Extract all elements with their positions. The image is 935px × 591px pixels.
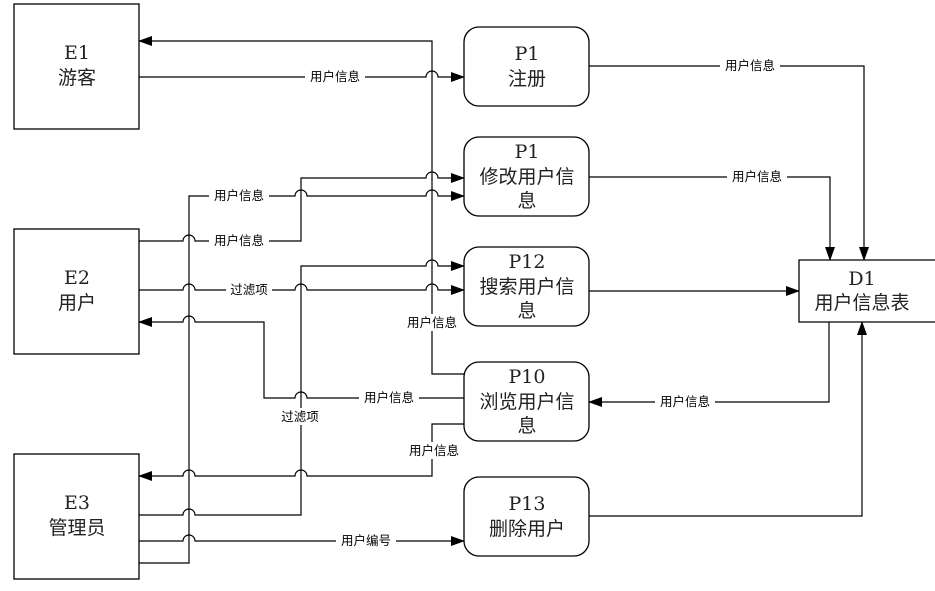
process-p1-name: 注册 [508, 68, 546, 90]
process-p13-name: 删除用户 [489, 518, 565, 540]
process-p12-id: P12 [509, 251, 546, 273]
flow-label-d1-p10: 用户信息 [660, 394, 710, 409]
process-p10-name-2: 息 [517, 415, 536, 437]
flow-label-e2-p1b: 用户信息 [214, 233, 264, 248]
entity-e2[interactable]: E2 用户 [13, 228, 140, 355]
entity-e1[interactable]: E1 游客 [13, 3, 140, 130]
process-p10-browse[interactable]: P10 浏览用户信 息 [463, 361, 590, 442]
flow-label-p10-e3: 用户信息 [409, 443, 459, 458]
datastore-d1-id: D1 [848, 268, 875, 290]
process-p12-name-1: 搜索用户信 [479, 276, 574, 298]
process-p10-name-1: 浏览用户信 [479, 391, 574, 413]
process-p1-modify[interactable]: P1 修改用户信 息 [463, 136, 590, 217]
entity-e3-id: E3 [64, 492, 90, 514]
flow-p10-to-e3: 用户信息 [138, 423, 464, 481]
flow-e2-to-p12: 过滤项 [139, 282, 465, 298]
entity-e3[interactable]: E3 管理员 [13, 453, 140, 580]
flow-p13-to-d1 [589, 321, 867, 517]
process-p1b-name-1: 修改用户信 [479, 166, 574, 188]
flow-e3-to-p12: 过滤项 [139, 259, 465, 516]
process-p13-delete[interactable]: P13 删除用户 [463, 476, 590, 557]
flow-label-e3-p1b: 用户信息 [214, 188, 264, 203]
flow-label-e2-p12: 过滤项 [230, 282, 268, 297]
flow-label-p10-e1: 用户信息 [407, 315, 457, 330]
flow-e1-to-p1: 用户信息 [139, 69, 465, 85]
datastore-d1[interactable]: D1 用户信息表 [798, 259, 935, 323]
flow-d1-to-p10: 用户信息 [588, 322, 830, 410]
process-p12-name-2: 息 [517, 300, 536, 322]
process-p12-search[interactable]: P12 搜索用户信 息 [463, 246, 590, 327]
flow-p1-to-d1: 用户信息 [589, 58, 869, 261]
flow-p1b-to-d1: 用户信息 [589, 169, 835, 261]
flow-label-p10-e2: 用户信息 [364, 390, 414, 405]
flow-label-p1-d1: 用户信息 [725, 58, 775, 73]
entity-e2-name: 用户 [58, 292, 96, 314]
flow-p10-to-e1: 用户信息 [138, 36, 464, 375]
flow-label-e1-p1: 用户信息 [310, 69, 360, 84]
process-p13-id: P13 [509, 493, 546, 515]
process-p1b-name-2: 息 [517, 190, 536, 212]
datastore-d1-name: 用户信息表 [814, 292, 909, 314]
process-p1b-id: P1 [515, 141, 540, 163]
flow-label-e3-p12: 过滤项 [281, 409, 319, 424]
entity-e3-name: 管理员 [48, 517, 105, 539]
flow-e2-to-p1b: 用户信息 [139, 171, 465, 248]
flow-label-p1b-d1: 用户信息 [732, 169, 782, 184]
entity-e2-id: E2 [64, 267, 90, 289]
flow-label-e3-p13: 用户编号 [341, 533, 391, 548]
process-p1-register[interactable]: P1 注册 [463, 26, 590, 107]
flow-p10-to-e2: 用户信息 [138, 315, 464, 406]
entity-e1-name: 游客 [58, 67, 96, 89]
flow-e3-to-p13: 用户编号 [139, 533, 465, 549]
entity-e1-id: E1 [64, 42, 90, 64]
process-p10-id: P10 [509, 366, 546, 388]
flow-e3-to-p1b: 用户信息 [139, 188, 465, 564]
process-p1-id: P1 [515, 43, 540, 65]
